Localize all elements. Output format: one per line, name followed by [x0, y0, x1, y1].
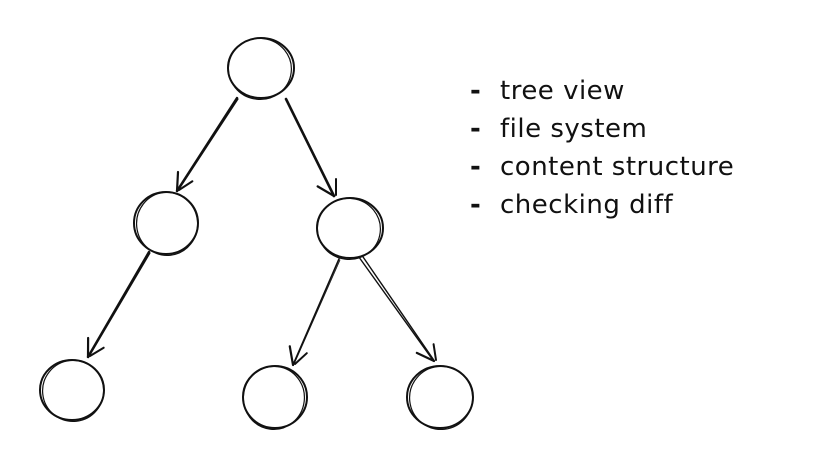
- edge-left-left-left-arrowhead: [89, 346, 105, 357]
- note-text: file system: [500, 114, 648, 144]
- note-item: - checking diff: [470, 186, 734, 224]
- bullet-dash: -: [470, 76, 482, 106]
- tree-node-right-sketch-stroke: [316, 197, 381, 260]
- edge-left-left-left: [87, 252, 151, 359]
- bullet-dash: -: [470, 190, 482, 220]
- edge-left-left-left: [86, 250, 151, 359]
- note-text: content structure: [500, 152, 735, 182]
- bullet-dash: -: [470, 152, 482, 182]
- note-item: - content structure: [470, 148, 734, 186]
- edge-right-right-right-arrowhead: [432, 343, 437, 361]
- tree-node-right-right-sketch-stroke: [408, 365, 474, 430]
- edge-right-right-left: [293, 259, 341, 366]
- edge-right-right-left-arrowhead: [294, 352, 308, 365]
- edge-root-left: [176, 98, 239, 193]
- tree-node-right-left-sketch-stroke: [242, 365, 306, 430]
- edge-root-left: [175, 96, 239, 193]
- tree-node-left-left-sketch-stroke: [41, 359, 105, 422]
- note-item: - tree view: [470, 72, 734, 110]
- edge-right-right-right-arrowhead: [415, 351, 436, 363]
- note-item: - file system: [470, 110, 734, 148]
- edge-right-right-left: [292, 258, 340, 366]
- edge-root-right-arrowhead: [316, 185, 336, 198]
- edge-root-left-arrowhead: [178, 180, 194, 191]
- tree-node-root-sketch-stroke: [227, 37, 292, 100]
- edge-root-left-arrowhead: [175, 170, 180, 193]
- edge-right-right-right: [361, 255, 435, 362]
- notes-list: - tree view - file system - content stru…: [470, 72, 734, 224]
- tree-node-left-sketch-stroke: [135, 191, 199, 256]
- edge-right-right-right: [358, 257, 435, 362]
- note-text: tree view: [500, 76, 625, 106]
- edge-root-right: [286, 99, 336, 198]
- bullet-dash: -: [470, 114, 482, 144]
- edge-right-right-left-arrowhead: [288, 345, 295, 367]
- note-text: checking diff: [500, 190, 674, 220]
